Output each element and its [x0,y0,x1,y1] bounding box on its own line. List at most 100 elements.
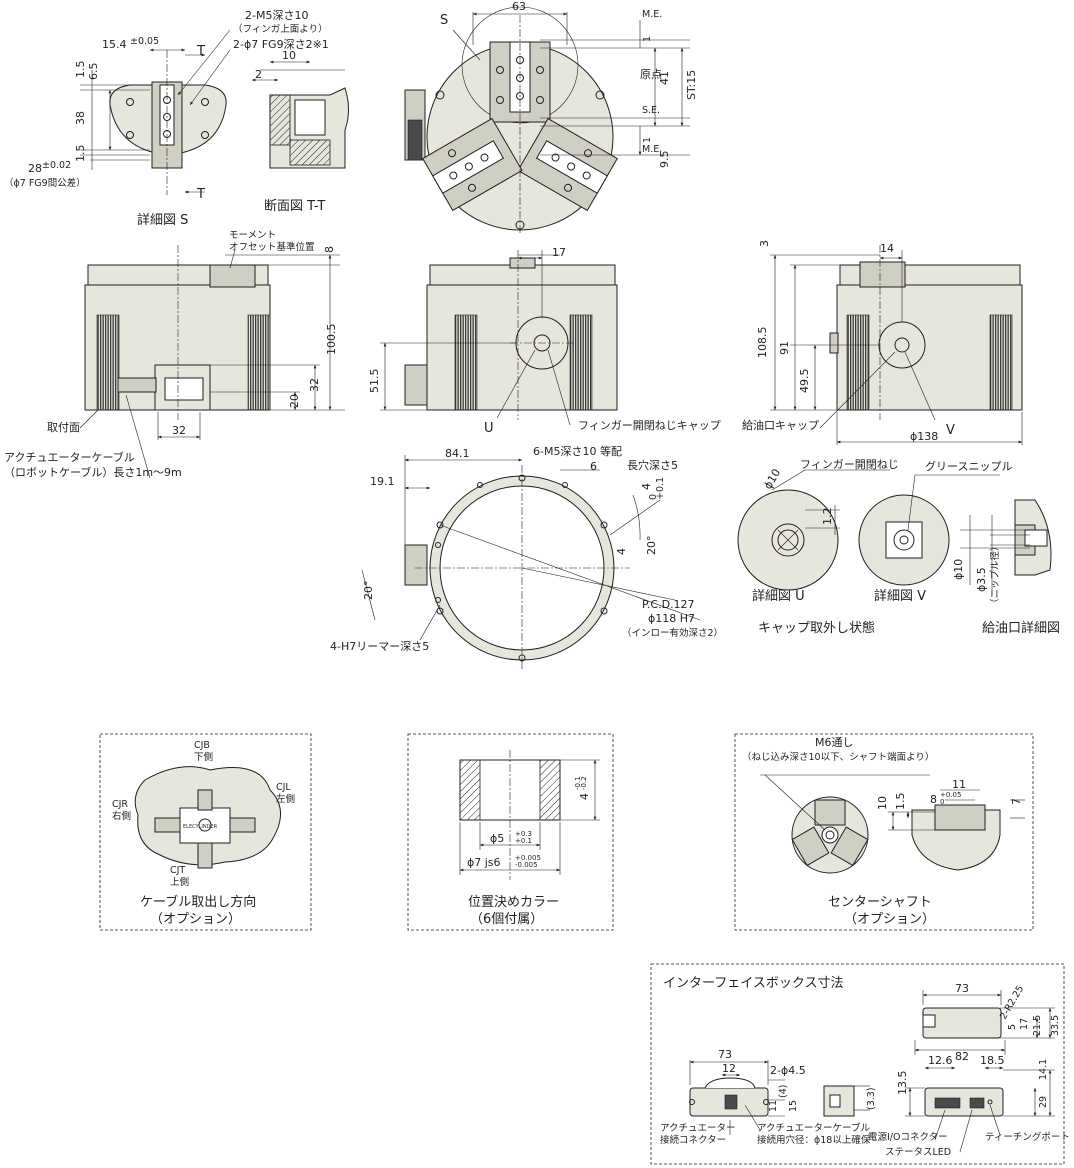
callout-me-top: M.E. [642,9,662,20]
detail-v-view [858,474,1000,586]
callout-actuator-connector-1: アクチュエーター [660,1123,736,1134]
title-detail-s: 詳細図 S [137,212,188,228]
title-section-tt: 断面図 T-T [264,199,325,214]
positioning-collar-panel [407,733,614,931]
dim-10: 10 [282,49,296,62]
title-cap-removed: キャップ取外し状態 [758,620,875,636]
title-oil-port-detail: 給油口詳細図 [982,620,1060,636]
oil-port-detail-view [960,499,1052,595]
box-dim-33-5: 33.5 [1050,1015,1061,1036]
positioning-collar-view [459,750,600,880]
shaft-dim-8: 8 [930,793,937,806]
interface-box-side-view [905,1066,1055,1153]
collar-phi7-tol-dn: -0.005 [515,861,538,869]
collar-phi5-tol-dn: +0.1 [515,837,532,845]
view-mark-s: S [440,13,448,28]
dim-20: 20 [288,394,301,408]
callout-mounting-face: 取付面 [47,421,80,434]
callout-actuator-cable-1: アクチュエーターケーブル [4,450,135,464]
shaft-dim-11: 11 [952,778,966,791]
dim-phi138: ϕ138 [910,430,938,443]
bottom-view [361,455,701,670]
collar-phi7: ϕ7 js6 [467,856,501,869]
box-dim-5: 5 [1007,1024,1018,1030]
front-view-right [770,245,1023,445]
callout-me-bottom: M.E. [642,144,662,155]
title-positioning-collar: 位置決めカラー [468,895,559,910]
title-interface-box: インターフェイスボックス寸法 [663,976,843,991]
box-dim-21-5: 21.5 [1032,1015,1043,1036]
title-center-shaft-sub: （オプション） [844,912,935,927]
callout-spigot-sub: （インロー有効深さ2） [622,627,723,639]
view-mark-u: U [484,421,494,436]
dim-4-a-tol-up: +0.1 [655,477,666,500]
title-detail-v: 詳細図 V [874,588,926,604]
callout-phi7-tol-text: （ϕ7 FG9間公差） [4,177,86,189]
cjl-side: 左側 [276,793,295,805]
callout-grease-nipple: グリースニップル [925,459,1012,473]
cjr-side: 右側 [112,810,131,822]
section-mark-t-bottom: T [196,187,205,202]
center-shaft-panel [734,733,1034,931]
cjr-code: CJR [112,799,128,810]
box-dim-2r: 2-R2.25 [998,984,1026,1022]
callout-m5-depth-sub: （フィンガ上面より） [233,23,328,35]
title-positioning-collar-sub: （6個付属） [470,912,543,927]
collar-phi5-tol-up: +0.3 [515,830,532,838]
callout-spigot: ϕ118 H7 [648,612,695,625]
dim-1-5-a: 1.5 [74,61,87,79]
collar-4-tol-up: -0.1 [574,776,582,790]
box-dim-14-1: 14.1 [1038,1059,1049,1080]
callout-actuator-cable-2: （ロボットケーブル）長さ1m～9m [4,465,182,479]
dim-8: 8 [323,246,336,253]
interface-box-top-view [914,990,1055,1055]
collar-4-tol-dn: -0.2 [580,776,588,790]
shaft-dim-10: 10 [876,796,889,810]
interface-box-front-view [689,1060,870,1135]
callout-nipple-dia: （ニップル径） [989,541,1001,608]
view-mark-v: V [946,423,955,438]
title-detail-u: 詳細図 U [752,588,805,604]
dim-20deg-a: 20° [645,536,658,556]
dim-17: 17 [552,246,566,259]
callout-reamer: 4-H7リーマー深さ5 [330,640,429,653]
callout-se: S.E. [642,105,660,116]
dim-91: 91 [778,341,791,355]
elecylinder-badge: ELECYLINDER [183,824,218,830]
cjt-code: CJT [170,865,185,876]
dim-st: ST:15 [685,70,698,100]
callout-phi7-tol-sup: ±0.02 [42,160,71,171]
callout-origin: 原点 [640,68,662,81]
dim-phi10-oil: ϕ10 [952,559,965,580]
dim-38: 38 [74,111,87,125]
box-dim-2phi: 2-ϕ4.5 [770,1064,806,1077]
box-dim-12-6: 12.6 [928,1054,953,1067]
callout-m5-depth: 2-M5深さ10 [245,9,308,22]
collar-4: 4 [578,793,591,800]
callout-oil-cap: 給油口キャップ [742,418,819,432]
callout-status-led: ステータスLED [885,1147,951,1158]
box-dim-15: 15 [788,1100,799,1112]
cjb-side: 下側 [194,751,213,763]
dim-49-5: 49.5 [798,369,811,394]
cjt-side: 上側 [170,876,189,888]
callout-actuator-connector-2: 接続コネクター [660,1134,726,1146]
section-tt-view [251,60,349,169]
dim-4-a: 4 [640,483,653,490]
dim-1-2: 1.2 [821,508,834,526]
box-dim-3-3: (3.3) [866,1087,877,1110]
dim-phi3-5: ϕ3.5 [975,567,988,592]
dim-15-4: 15.4 [102,38,127,51]
box-dim-29: 29 [1038,1096,1049,1108]
box-dim-82: 82 [955,1050,969,1063]
callout-finger-screw-cap: フィンガー開閉ねじキャップ [578,419,721,432]
dim-63: 63 [512,0,526,13]
detail-s-view [80,29,231,195]
dim-3: 3 [758,240,771,247]
callout-phi7-fg9: 2-ϕ7 FG9深さ2※1 [233,38,329,51]
box-dim-18-5: 18.5 [980,1054,1005,1067]
box-dim-73-b: 73 [718,1048,732,1061]
shaft-dim-8-tol-up: +0.05 [940,791,961,799]
dim-84-1: 84.1 [445,447,470,460]
callout-phi7-tol-val: 28 [28,162,42,175]
